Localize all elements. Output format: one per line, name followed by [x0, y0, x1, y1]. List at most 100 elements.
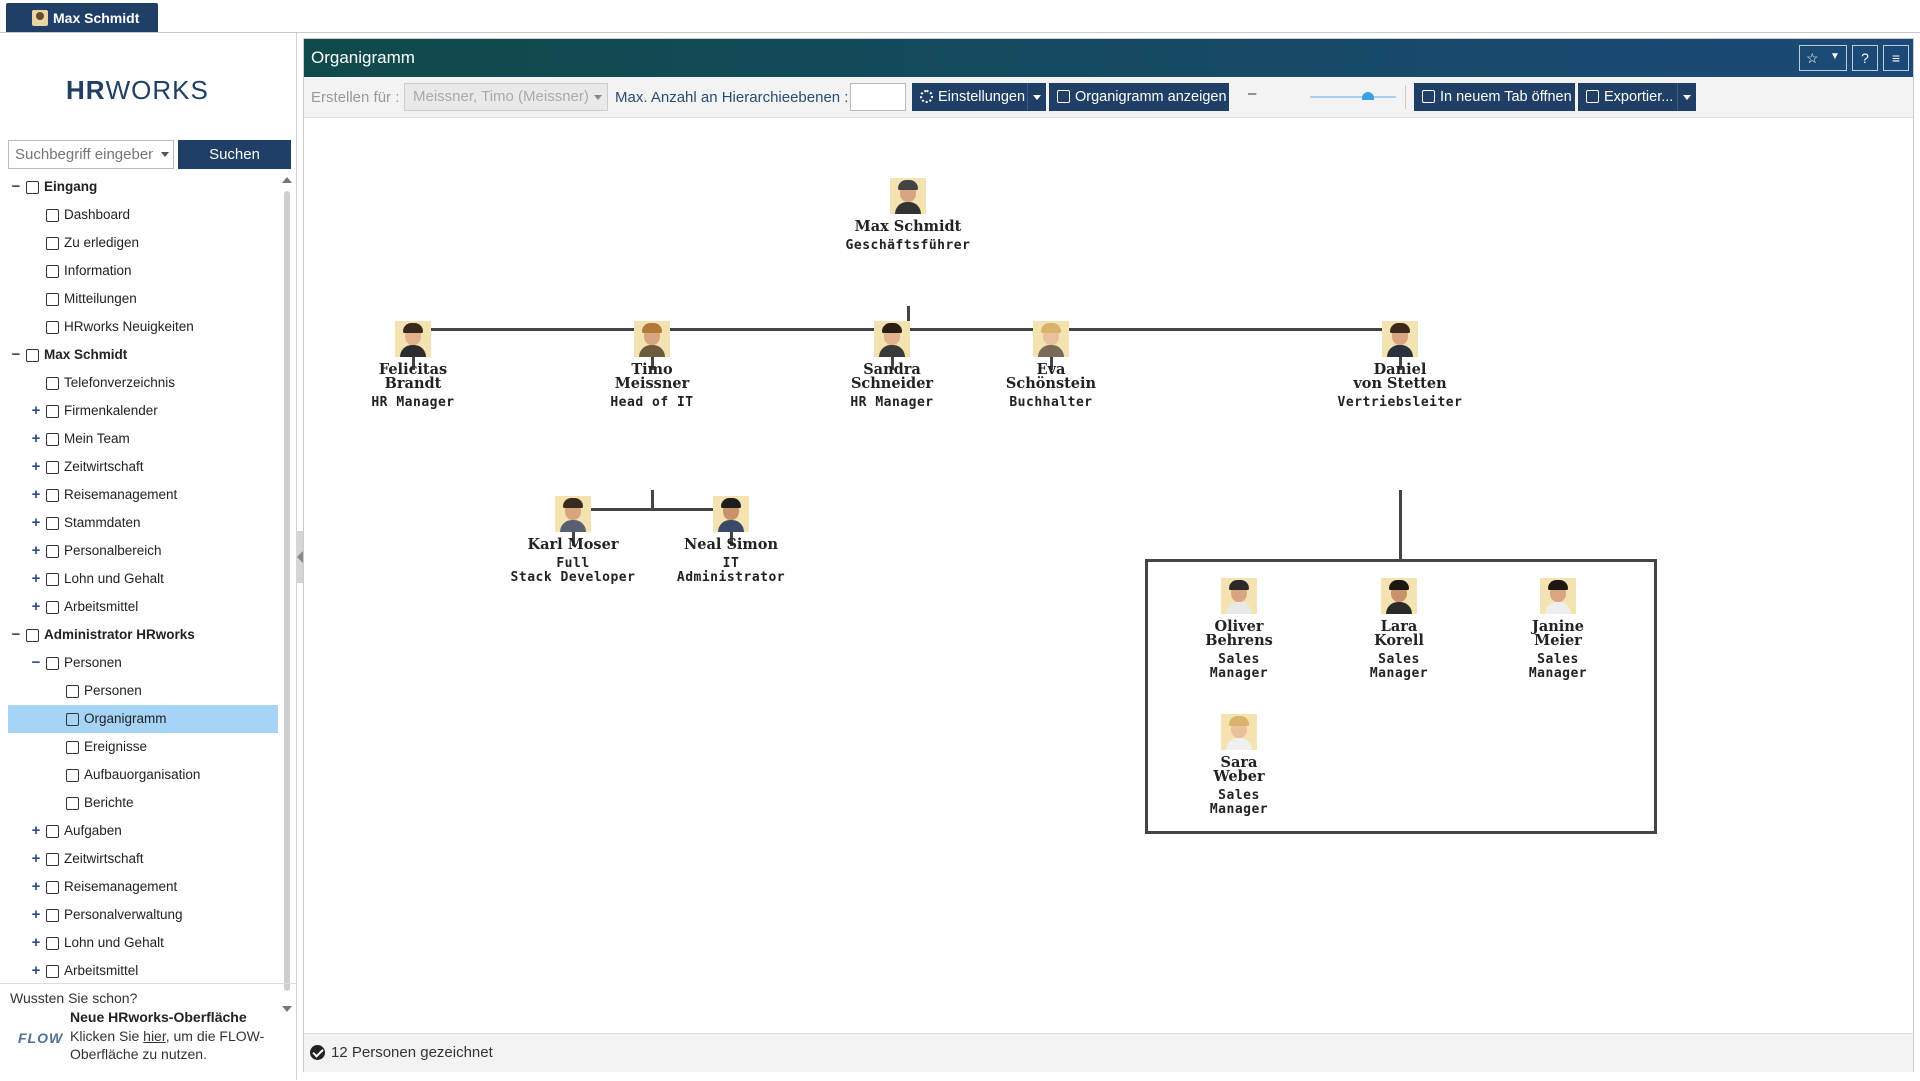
person-name: Felicitas Brandt	[378, 361, 448, 392]
expand-icon[interactable]: +	[31, 850, 41, 867]
scrollbar-thumb[interactable]	[284, 191, 290, 991]
help-button[interactable]: ?	[1852, 45, 1878, 71]
expand-icon[interactable]: +	[31, 934, 41, 951]
expand-icon[interactable]: +	[31, 402, 41, 419]
export-button[interactable]: Exportier...	[1578, 83, 1696, 111]
search-dropdown-icon[interactable]	[161, 152, 169, 157]
tree-item[interactable]: +Reisemanagement	[8, 873, 278, 901]
tree-item[interactable]: −Personen	[8, 649, 278, 677]
tree-item[interactable]: Dashboard	[8, 201, 278, 229]
tree-scrollbar[interactable]	[280, 173, 294, 1016]
expand-icon[interactable]: +	[31, 430, 41, 447]
scroll-down-icon[interactable]	[282, 1006, 292, 1012]
search-field[interactable]	[8, 140, 174, 169]
collapse-icon[interactable]: −	[11, 178, 21, 195]
tree-item[interactable]: +Arbeitsmittel	[8, 593, 278, 621]
favorites-button[interactable]: ☆ ▼	[1799, 45, 1847, 71]
expand-icon[interactable]: +	[31, 822, 41, 839]
expand-icon[interactable]: +	[31, 514, 41, 531]
tree-item[interactable]: Aufbauorganisation	[8, 761, 278, 789]
tree-item[interactable]: Berichte	[8, 789, 278, 817]
tree-item[interactable]: + Arbeitsmittel	[8, 957, 278, 985]
tree-item-label: HRworks Neuigkeiten	[64, 319, 194, 334]
tree-item[interactable]: +Reisemanagement	[8, 481, 278, 509]
tree-item[interactable]: +Aufgaben	[8, 817, 278, 845]
menu-icon: ≡	[1891, 50, 1901, 66]
settings-dropdown-icon[interactable]	[1027, 83, 1046, 111]
person-title: HR Manager	[850, 395, 934, 410]
calendar-window-icon	[1422, 90, 1435, 103]
expand-icon[interactable]: +	[31, 906, 41, 923]
tree-item[interactable]: +Zeitwirtschaft	[8, 453, 278, 481]
tree-item[interactable]: +Zeitwirtschaft	[8, 845, 278, 873]
tree-item-label: Lohn und Gehalt	[64, 571, 164, 586]
tree-item[interactable]: −Eingang	[8, 173, 278, 201]
connector-line	[572, 508, 733, 511]
tree-item-label: Arbeitsmittel	[64, 963, 139, 978]
settings-button[interactable]: Einstellungen	[912, 83, 1046, 111]
tree-item[interactable]: Ereignisse	[8, 733, 278, 761]
open-new-tab-button[interactable]: In neuem Tab öffnen	[1414, 83, 1575, 111]
collapse-icon[interactable]: −	[11, 626, 21, 643]
reports-icon	[66, 797, 79, 810]
expand-icon[interactable]: +	[31, 570, 41, 587]
tree-item[interactable]: Personen	[8, 677, 278, 705]
flow-logo: FLOW	[18, 1030, 64, 1046]
expand-icon[interactable]: +	[31, 486, 41, 503]
expand-icon[interactable]: +	[31, 962, 41, 979]
tree-item[interactable]: Organigramm	[8, 705, 278, 733]
tasks-icon	[46, 825, 59, 838]
zoom-slider-thumb[interactable]	[1361, 92, 1374, 100]
tree-item[interactable]: + Lohn und Gehalt	[8, 565, 278, 593]
zoom-slider[interactable]	[1310, 92, 1396, 100]
tree-item[interactable]: Zu erledigen	[8, 229, 278, 257]
collapse-icon[interactable]: −	[11, 346, 21, 363]
tree-item[interactable]: +Mein Team	[8, 425, 278, 453]
collapse-pane-handle[interactable]	[296, 531, 304, 583]
sales-team-group	[1145, 559, 1657, 834]
tree-item[interactable]: +Stammdaten	[8, 509, 278, 537]
tree-item[interactable]: Telefonverzeichnis	[8, 369, 278, 397]
scroll-up-icon[interactable]	[282, 177, 292, 183]
person-title: Vertriebsleiter	[1337, 395, 1463, 410]
tip-link[interactable]: hier	[143, 1028, 166, 1044]
tree-item[interactable]: −Administrator HRworks	[8, 621, 278, 649]
tree-item[interactable]: +Personalverwaltung	[8, 901, 278, 929]
show-orgchart-button[interactable]: Organigramm anzeigen	[1049, 83, 1229, 111]
expand-icon[interactable]: +	[31, 458, 41, 475]
create-for-select[interactable]: Meissner, Timo (Meissner)	[404, 83, 608, 111]
masterdata-icon	[46, 517, 59, 530]
max-levels-input[interactable]	[850, 83, 906, 111]
tree-item[interactable]: HRworks Neuigkeiten	[8, 313, 278, 341]
page-title: Organigramm	[311, 48, 415, 67]
collapse-icon[interactable]: −	[31, 654, 41, 671]
user-tab[interactable]: Max Schmidt	[6, 3, 158, 32]
expand-icon[interactable]: +	[31, 878, 41, 895]
tree-item[interactable]: +Personalbereich	[8, 537, 278, 565]
tree-item-label: Firmenkalender	[64, 403, 158, 418]
tree-item[interactable]: Mitteilungen	[8, 285, 278, 313]
menu-button[interactable]: ≡	[1883, 45, 1909, 71]
search-input[interactable]	[9, 141, 159, 168]
expand-icon[interactable]: +	[31, 598, 41, 615]
tree-item[interactable]: Information	[8, 257, 278, 285]
expand-icon[interactable]: +	[31, 542, 41, 559]
search-button[interactable]: Suchen	[178, 140, 291, 169]
tree-item[interactable]: −Max Schmidt	[8, 341, 278, 369]
person-title: Sales Manager	[1209, 788, 1269, 817]
export-dropdown-icon[interactable]	[1677, 83, 1696, 111]
tree-item[interactable]: +Lohn und Gehalt	[8, 929, 278, 957]
tree-item[interactable]: + Firmenkalender	[8, 397, 278, 425]
